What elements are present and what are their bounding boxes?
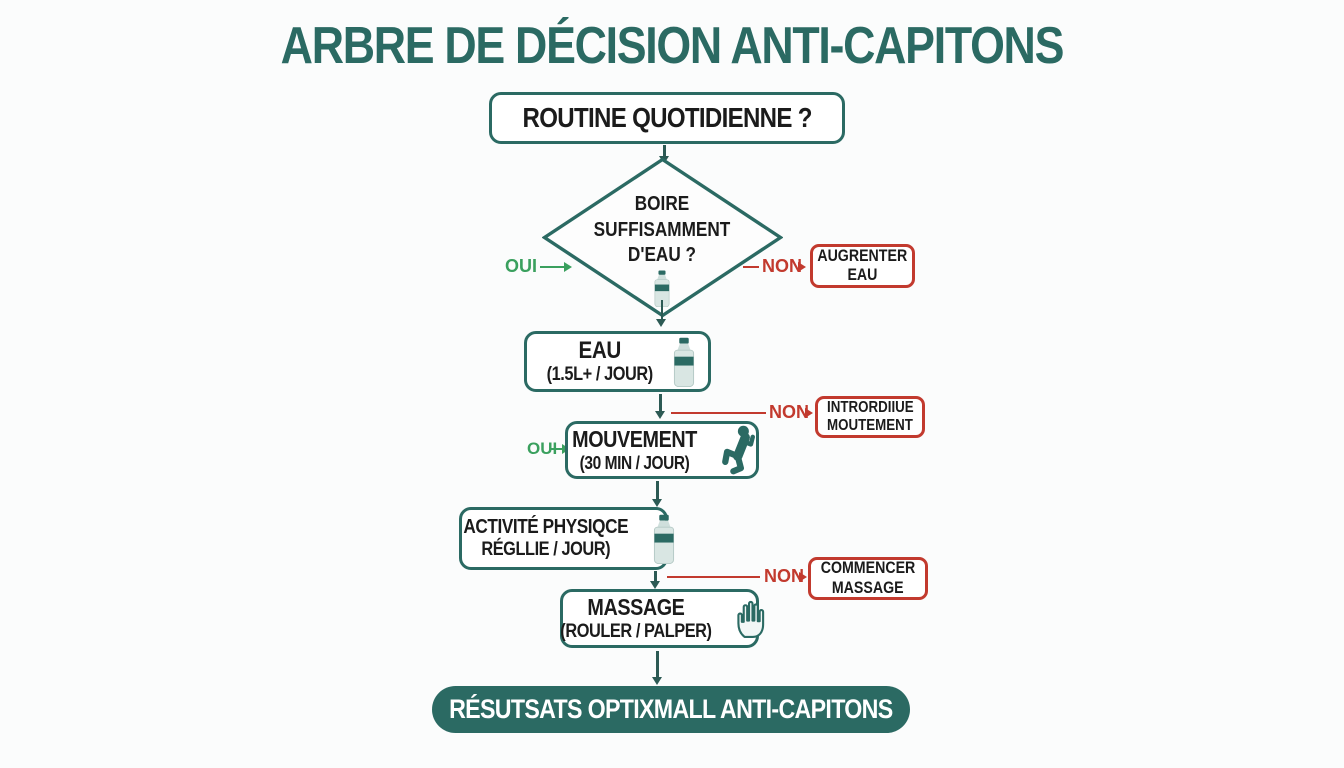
activite-title: ACTIVITÉ PHYSIQCE [463,516,629,539]
result-label: RÉSUTSATS OPTIXMALL ANTI-CAPITONS [449,694,893,724]
augmenter-eau-box: AUGRENTER EAU [810,244,915,288]
massage-subtitle: (ROULER / PALPER) [560,620,712,642]
routine-label: ROUTINE QUOTIDIENNE ? [522,102,812,133]
water-bottle-icon [654,270,670,307]
introduire-line-1: INTRORDIIUE [826,398,914,416]
arrowhead-down-icon [654,411,665,419]
augmenter-line-1: AUGRENTER [817,246,908,265]
arrowhead-down-icon [656,319,667,327]
decision-bottle [652,270,672,307]
activite-subtitle: RÉGLLIE / JOUR) [481,539,611,561]
arrowhead-right-icon [799,572,807,582]
exercise-person-icon [722,425,755,475]
decision-line-1: BOIRE [634,193,690,215]
mouvement-title: MOUVEMENT [572,426,697,453]
arrowhead-down-icon [651,499,662,507]
connector-line [667,576,760,579]
massage-box: MASSAGE (ROULER / PALPER) [560,589,765,648]
massage-title: MASSAGE [587,594,685,621]
decision-line-2: SUFFISAMMENT [593,218,731,241]
page-title: ARBRE DE DÉCISION ANTI-CAPITONS [0,16,1344,76]
oui-label: OUI [505,256,538,276]
result-pill: RÉSUTSATS OPTIXMALL ANTI-CAPITONS [432,686,910,733]
page-title-text: ARBRE DE DÉCISION ANTI-CAPITONS [280,17,1065,75]
decision-text: BOIRE SUFFISAMMENT D'EAU ? [567,192,757,269]
eau-box: EAU (1.5L+ / JOUR) [524,331,711,392]
introduire-line-2: MOUTEMENT [827,417,913,434]
connector-line [654,571,657,581]
arrowhead-down-icon [651,677,662,685]
water-bottle-icon [653,514,674,564]
non-label: NON [764,566,804,586]
connector-line [656,481,659,499]
connector-line [659,394,662,411]
arrowhead-right-icon [564,262,572,272]
commencer-line-1: COMMENCER [820,559,916,578]
arrowhead-right-icon [805,408,813,418]
activite-box: ACTIVITÉ PHYSIQCE RÉGLLIE / JOUR) [459,507,674,570]
water-bottle-icon [673,337,694,387]
eau-title: EAU [578,336,622,364]
decision-line-3: D'EAU ? [627,244,697,267]
connector-line [663,145,666,156]
oui-label: OUI [527,439,558,458]
non-label: NON [762,256,802,276]
augmenter-line-2: EAU [847,266,878,284]
introduire-mouvement-box: INTRORDIIUE MOUTEMENT [815,396,925,438]
eau-subtitle: (1.5L+ / JOUR) [546,364,654,386]
routine-box: ROUTINE QUOTIDIENNE ? [489,92,845,144]
arrowhead-down-icon [649,581,660,589]
connector-line [660,300,664,320]
commencer-line-2: MASSAGE [832,578,904,597]
connector-line [671,412,766,415]
mouvement-subtitle: (30 MIN / JOUR) [579,452,690,473]
connector-line [540,266,565,269]
connector-line [743,266,759,269]
connector-line [656,651,659,677]
mouvement-box: MOUVEMENT (30 MIN / JOUR) [565,421,759,479]
hand-icon [737,600,765,638]
non-label: NON [769,402,809,422]
commencer-massage-box: COMMENCER MASSAGE [808,557,928,600]
connector-line [551,448,563,451]
arrowhead-right-icon [798,262,806,272]
